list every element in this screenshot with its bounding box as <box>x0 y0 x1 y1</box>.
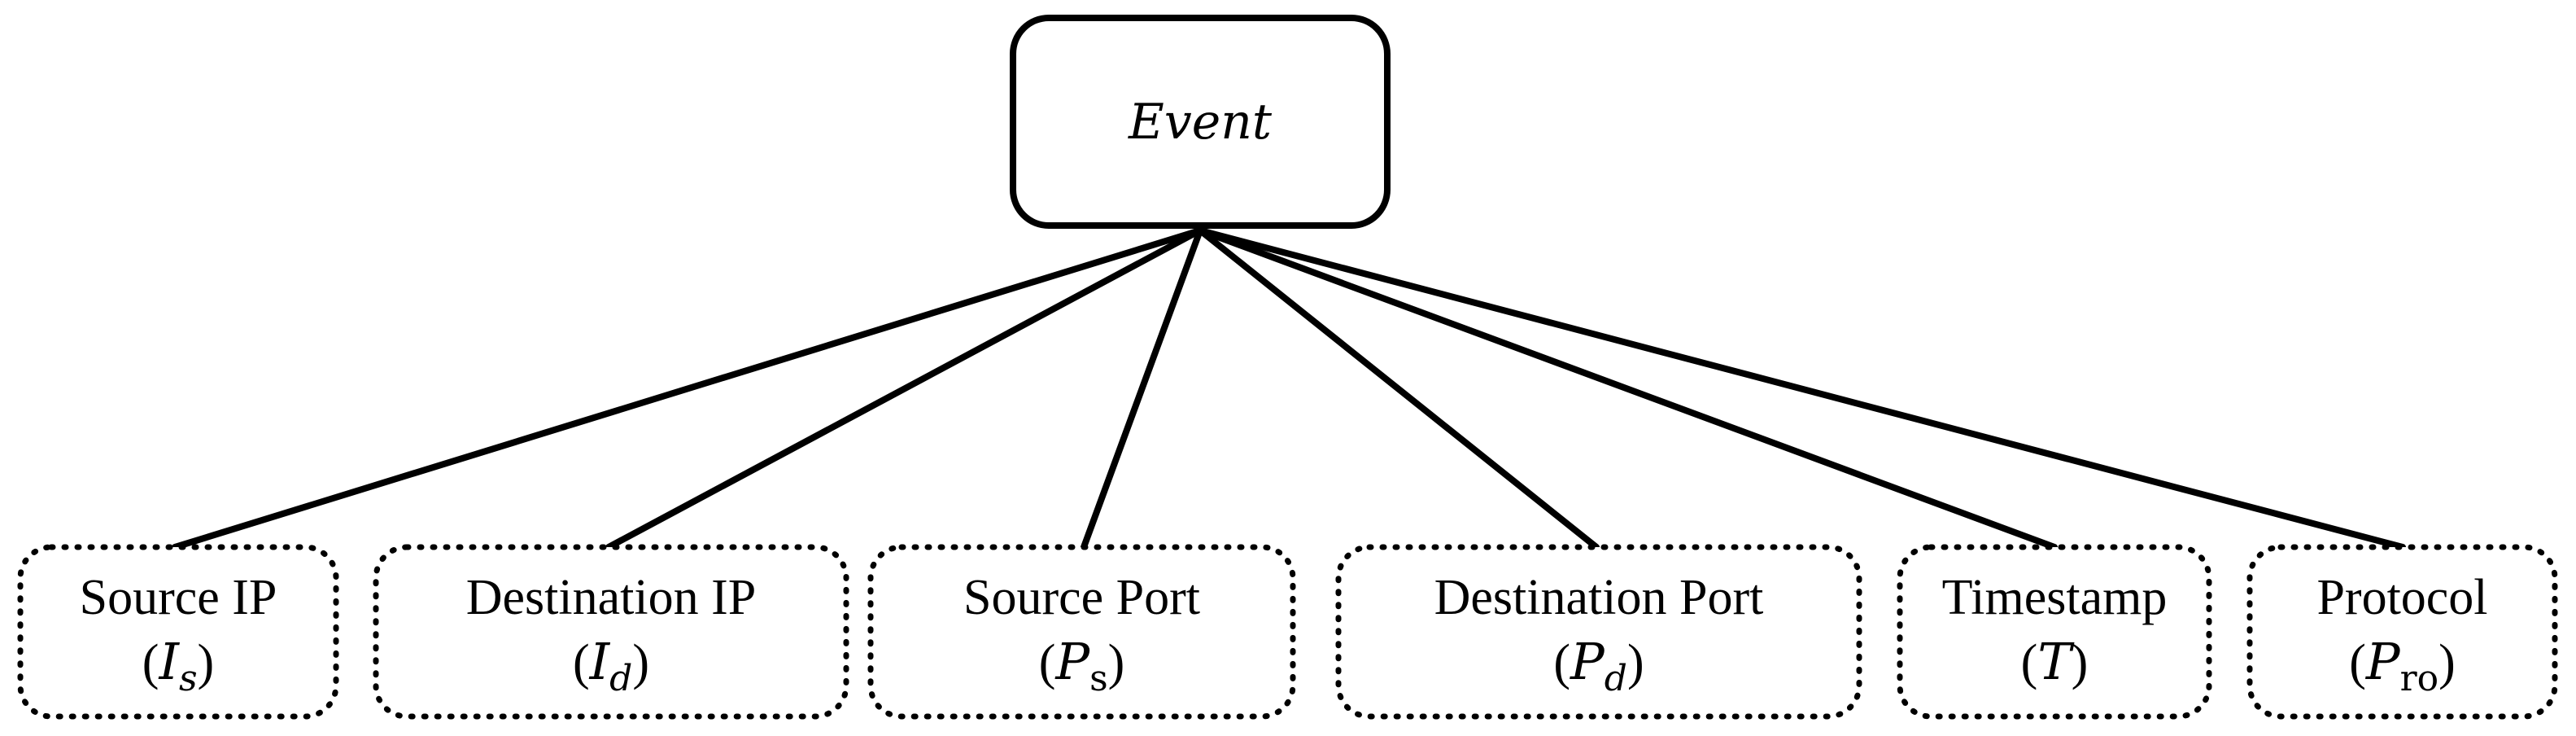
attribute-symbol-subscript: s <box>1089 658 1108 699</box>
attribute-symbol-base: T <box>2037 632 2075 691</box>
attribute-symbol-destination-port: (Pd) <box>1553 632 1644 699</box>
attribute-symbol-subscript: ro <box>2400 658 2439 699</box>
attribute-box-timestamp <box>1897 544 2212 720</box>
attribute-symbol-base: I <box>589 632 611 691</box>
attribute-symbol-destination-ip: (Id) <box>573 632 649 699</box>
connectors <box>172 227 2406 550</box>
attribute-symbol-source-port: (Ps) <box>1039 632 1125 699</box>
attribute-name-timestamp: Timestamp <box>1942 570 2168 625</box>
attribute-box-destination-ip <box>373 544 849 720</box>
attribute-name-destination-ip: Destination IP <box>466 570 756 625</box>
attribute-name-destination-port: Destination Port <box>1434 570 1764 625</box>
connector-destination-ip <box>605 227 1203 550</box>
attribute-box-source-ip <box>17 544 339 720</box>
root-node: Event <box>1010 15 1391 229</box>
attribute-node-destination-ip: Destination IP (Id) <box>373 544 849 720</box>
attribute-node-destination-port: Destination Port (Pd) <box>1335 544 1862 720</box>
root-node-box <box>1010 15 1391 229</box>
attribute-nodes: Source IP (Is) Destination IP (Id) Source Po… <box>17 544 2558 720</box>
attribute-name-protocol: Protocol <box>2316 570 2487 625</box>
attribute-name-source-ip: Source IP <box>80 570 277 625</box>
connector-protocol <box>1197 227 2406 550</box>
attribute-node-timestamp: Timestamp (T) <box>1897 544 2212 720</box>
attribute-symbol-subscript: s <box>179 658 198 699</box>
attribute-box-source-port <box>867 544 1296 720</box>
root-node-label: Event <box>1128 94 1273 151</box>
connector-destination-port <box>1197 227 1600 550</box>
attribute-symbol-base: P <box>1054 632 1090 691</box>
attribute-box-protocol <box>2246 544 2558 720</box>
connector-timestamp <box>1197 227 2058 550</box>
attribute-symbol-subscript: d <box>1605 658 1627 699</box>
attribute-symbol-source-ip: (Is) <box>142 632 214 699</box>
attribute-node-protocol: Protocol (Pro) <box>2246 544 2558 720</box>
attribute-node-source-ip: Source IP (Is) <box>17 544 339 720</box>
attribute-node-source-port: Source Port (Ps) <box>867 544 1296 720</box>
attribute-name-source-port: Source Port <box>963 570 1200 625</box>
attribute-symbol-base: P <box>1570 632 1605 691</box>
connector-source-port <box>1081 227 1203 550</box>
attribute-symbol-base: P <box>2365 632 2401 691</box>
attribute-symbol-timestamp: (T) <box>2021 632 2089 691</box>
attribute-box-destination-port <box>1335 544 1862 720</box>
attribute-symbol-subscript: d <box>609 658 632 699</box>
connector-source-ip <box>172 227 1203 550</box>
attribute-symbol-protocol: (Pro) <box>2349 632 2456 699</box>
attribute-symbol-base: I <box>158 632 180 691</box>
